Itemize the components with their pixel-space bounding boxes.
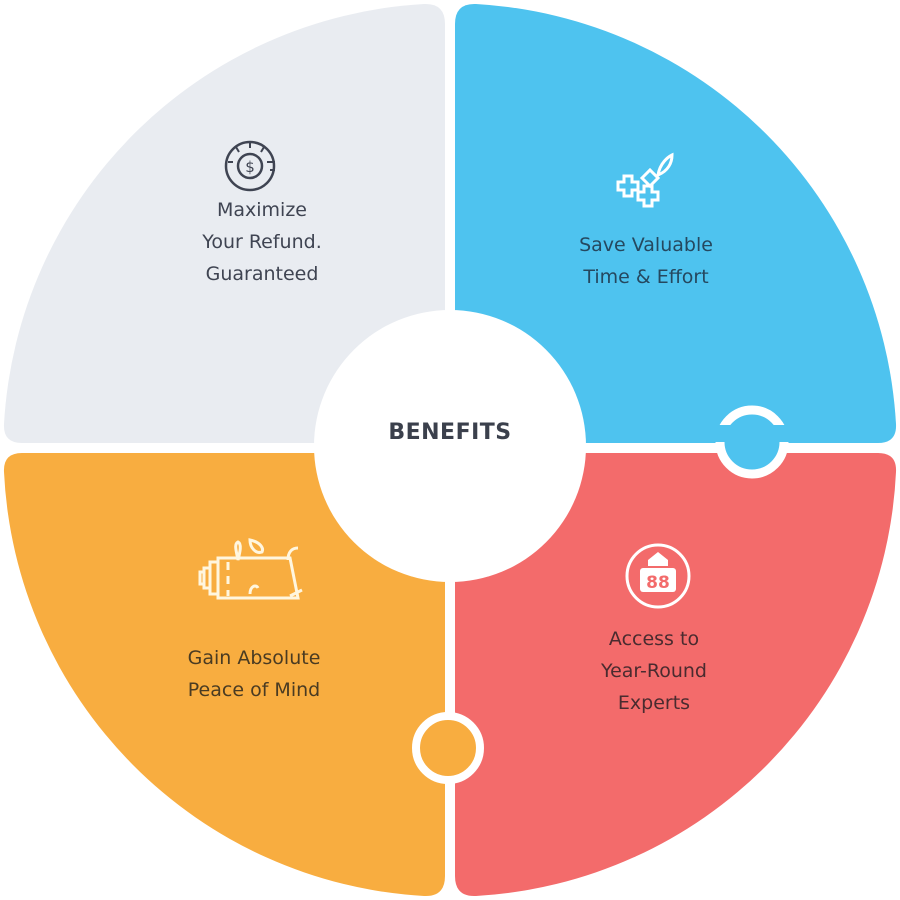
badge-text: 88 <box>646 573 670 593</box>
quadrant-bottom-right <box>455 453 897 897</box>
svg-text:$: $ <box>245 158 255 176</box>
coin-dial-icon: $ <box>224 140 276 192</box>
label-maximize-refund: Maximize Your Refund. Guaranteed <box>142 194 382 290</box>
label-save-time: Save Valuable Time & Effort <box>526 229 766 293</box>
label-line: Save Valuable <box>579 234 713 256</box>
center-title: BENEFITS <box>388 420 512 445</box>
label-line: Maximize <box>216 199 307 221</box>
label-line: Your Refund. <box>202 231 322 253</box>
expert-badge-icon: 88 <box>625 543 691 609</box>
quadrant-bottom-left <box>3 453 445 897</box>
quadrant-top-right <box>455 3 897 443</box>
puzzle-leaf-icon <box>616 152 674 208</box>
label-line: Access to <box>608 628 700 650</box>
label-peace-of-mind: Gain Absolute Peace of Mind <box>134 642 374 706</box>
quadrant-top-left <box>3 3 445 443</box>
label-line: Peace of Mind <box>187 679 321 701</box>
puzzle-tab-orange <box>412 712 484 784</box>
label-line: Time & Effort <box>583 266 709 288</box>
label-line: Guaranteed <box>205 263 319 285</box>
label-line: Gain Absolute <box>187 647 321 669</box>
center-circle <box>314 310 586 582</box>
label-line: Year-Round <box>601 660 707 682</box>
label-line: Experts <box>617 692 691 714</box>
label-experts: Access to Year-Round Experts <box>534 623 774 719</box>
gift-box-icon <box>198 538 303 600</box>
